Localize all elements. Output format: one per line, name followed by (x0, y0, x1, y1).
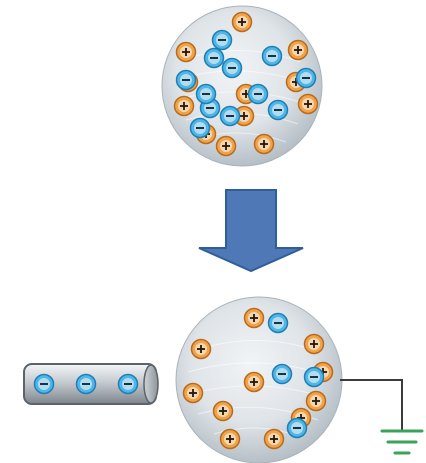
negative-charge-icon (267, 99, 289, 121)
positive-charge-icon (263, 428, 285, 450)
positive-charge-icon (212, 400, 234, 422)
down-arrow-shape (198, 189, 304, 273)
negative-charge-icon (261, 45, 283, 67)
negative-charge-icon (219, 105, 241, 127)
ground-icon (380, 429, 424, 455)
down-arrow (198, 189, 304, 273)
bottom-sphere (175, 296, 343, 463)
positive-charge-icon (305, 390, 327, 412)
rod-end-cap (143, 364, 159, 404)
ground-connection (340, 379, 424, 455)
positive-charge-icon (219, 428, 241, 450)
bottom-sphere-charges (182, 307, 334, 450)
negative-charge-icon (195, 83, 217, 105)
positive-charge-icon (297, 93, 319, 115)
negative-charge-icon (33, 373, 55, 395)
charged-rod (23, 363, 159, 405)
negative-charge-icon (117, 373, 139, 395)
negative-charge-icon (211, 29, 233, 51)
negative-charge-icon (189, 117, 211, 139)
ground-wire (340, 379, 403, 430)
positive-charge-icon (190, 338, 212, 360)
negative-charge-icon (271, 363, 293, 385)
positive-charge-icon (303, 333, 325, 355)
negative-charge-icon (267, 312, 289, 334)
top-sphere-charges (173, 11, 319, 157)
negative-charge-icon (295, 67, 317, 89)
negative-charge-icon (247, 83, 269, 105)
top-sphere (161, 5, 323, 167)
positive-charge-icon (175, 41, 197, 63)
negative-charge-icon (203, 47, 225, 69)
positive-charge-icon (253, 133, 275, 155)
negative-charge-icon (303, 366, 325, 388)
negative-charge-icon (221, 57, 243, 79)
positive-charge-icon (231, 11, 253, 33)
rod-charges (33, 373, 139, 395)
positive-charge-icon (243, 371, 265, 393)
negative-charge-icon (175, 69, 197, 91)
positive-charge-icon (215, 135, 237, 157)
positive-charge-icon (173, 95, 195, 117)
positive-charge-icon (243, 307, 265, 329)
negative-charge-icon (75, 373, 97, 395)
positive-charge-icon (182, 382, 204, 404)
negative-charge-icon (286, 417, 308, 439)
positive-charge-icon (287, 39, 309, 61)
